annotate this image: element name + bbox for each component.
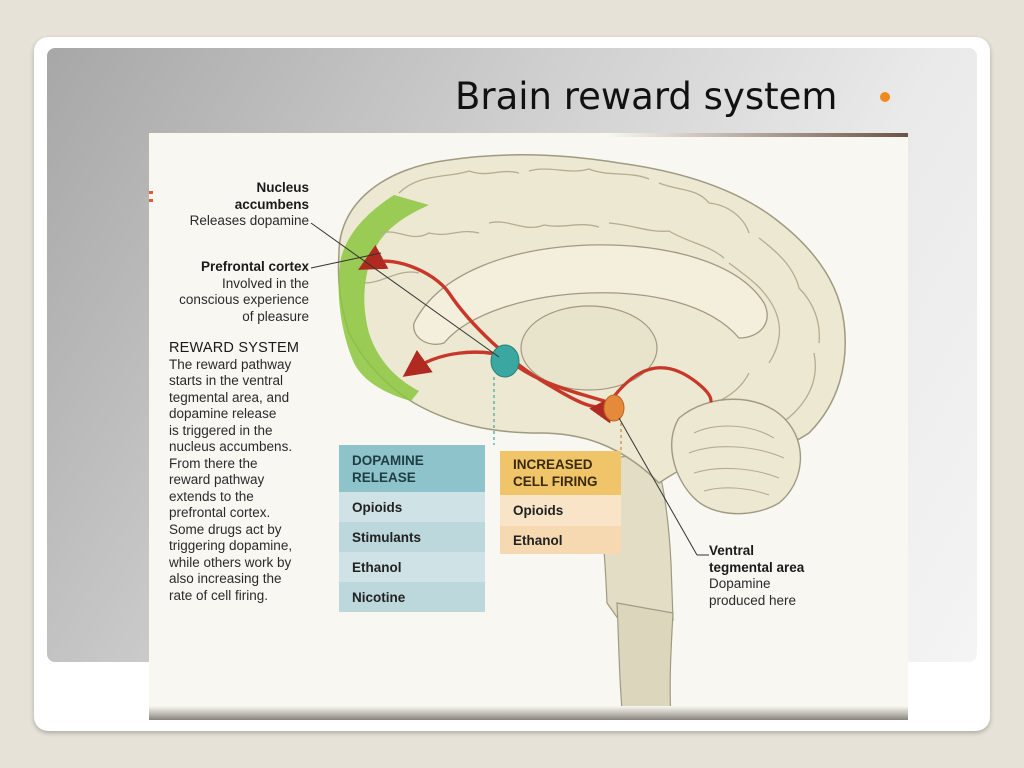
reward-body-line: also increasing the xyxy=(169,571,282,586)
label-prefrontal-cortex: Prefrontal cortex Involved in the consci… xyxy=(159,259,309,325)
leader-vta xyxy=(618,417,698,556)
prefrontal-cortex-name: Prefrontal cortex xyxy=(200,259,309,274)
nucleus-accumbens-marker xyxy=(490,344,520,378)
prefrontal-desc-line: Involved in the xyxy=(221,275,309,291)
reward-body-line: starts in the ventral xyxy=(169,373,284,388)
reward-body-line: extends to the xyxy=(169,488,254,504)
vta-marker xyxy=(603,394,625,422)
reward-body-line: tegmental area, and xyxy=(169,389,290,405)
figure-edge-mark xyxy=(149,199,153,202)
vta-desc-line: Dopamine xyxy=(709,576,771,591)
reward-system-text: REWARD SYSTEM The reward pathway starts … xyxy=(169,340,329,604)
dashed-connectors xyxy=(493,377,622,451)
dopamine-release-header: DOPAMINE RELEASE xyxy=(339,445,485,492)
cerebellum xyxy=(671,398,802,515)
reward-body-line: while others work by xyxy=(169,554,292,570)
cell-firing-header: INCREASED CELL FIRING xyxy=(500,451,621,495)
vta-name-2: tegmental area xyxy=(709,559,805,575)
vta-desc-line: produced here xyxy=(709,592,797,608)
cell-firing-header-line: CELL FIRING xyxy=(513,474,598,489)
brain-illustration xyxy=(310,154,846,720)
reward-body-line: triggering dopamine, xyxy=(169,538,293,553)
prefrontal-desc-line: of pleasure xyxy=(242,308,309,324)
dopamine-item: Opioids xyxy=(339,492,485,522)
reward-body-line: dopamine release xyxy=(169,406,277,421)
dopamine-release-table: DOPAMINE RELEASE Opioids Stimulants Etha… xyxy=(339,445,485,612)
reward-system-heading: REWARD SYSTEM xyxy=(169,340,300,356)
prefrontal-desc-line: conscious experience xyxy=(179,292,309,307)
reward-body-line: prefrontal cortex. xyxy=(169,505,271,520)
leader-lines xyxy=(310,222,709,556)
nucleus-accumbens-desc: Releases dopamine xyxy=(189,213,309,228)
corpus-callosum xyxy=(413,244,768,345)
figure-top-edge xyxy=(608,133,908,137)
cell-firing-header-line: INCREASED xyxy=(513,457,593,472)
vta-name-1: Ventral xyxy=(709,543,755,558)
reward-body-line: The reward pathway xyxy=(169,356,292,372)
increased-cell-firing-table: INCREASED CELL FIRING Opioids Ethanol xyxy=(500,451,621,554)
dopamine-item: Nicotine xyxy=(339,582,485,612)
dopamine-header-line: RELEASE xyxy=(352,469,416,485)
thalamus xyxy=(520,305,658,391)
spinal-cord xyxy=(616,602,674,720)
reward-body-line: is triggered in the xyxy=(169,422,273,438)
reward-body-line: nucleus accumbens. xyxy=(169,439,293,454)
slide-title: Brain reward system xyxy=(455,75,838,118)
cerebellum-folds xyxy=(688,425,785,496)
reward-body-line: rate of cell firing. xyxy=(169,587,269,603)
figure-edge-mark xyxy=(149,191,153,194)
cell-firing-item: Ethanol xyxy=(500,526,621,554)
cell-firing-item: Opioids xyxy=(500,495,621,526)
reward-body-line: From there the xyxy=(169,455,258,471)
pathway-arrow-prefrontal xyxy=(358,244,613,409)
leader-prefrontal xyxy=(310,252,382,269)
dopamine-header-line: DOPAMINE xyxy=(352,452,424,468)
leader-nucleus-accumbens xyxy=(310,222,500,358)
pathway-arrow-vta xyxy=(589,366,713,424)
nucleus-accumbens-name-2: accumbens xyxy=(234,196,309,212)
brain-diagram-figure: Nucleus accumbens Releases dopamine Pref… xyxy=(149,133,908,720)
reward-body-line: Some drugs act by xyxy=(169,521,282,537)
figure-bottom-edge xyxy=(149,706,908,720)
title-bullet-icon xyxy=(880,92,890,102)
label-nucleus-accumbens: Nucleus accumbens Releases dopamine xyxy=(169,180,309,230)
nucleus-accumbens-name-1: Nucleus xyxy=(256,180,309,195)
dopamine-item: Ethanol xyxy=(339,552,485,582)
reward-body-line: reward pathway xyxy=(169,472,265,487)
dopamine-item: Stimulants xyxy=(339,522,485,552)
label-ventral-tegmental-area: Ventral tegmental area Dopamine produced… xyxy=(709,543,839,609)
